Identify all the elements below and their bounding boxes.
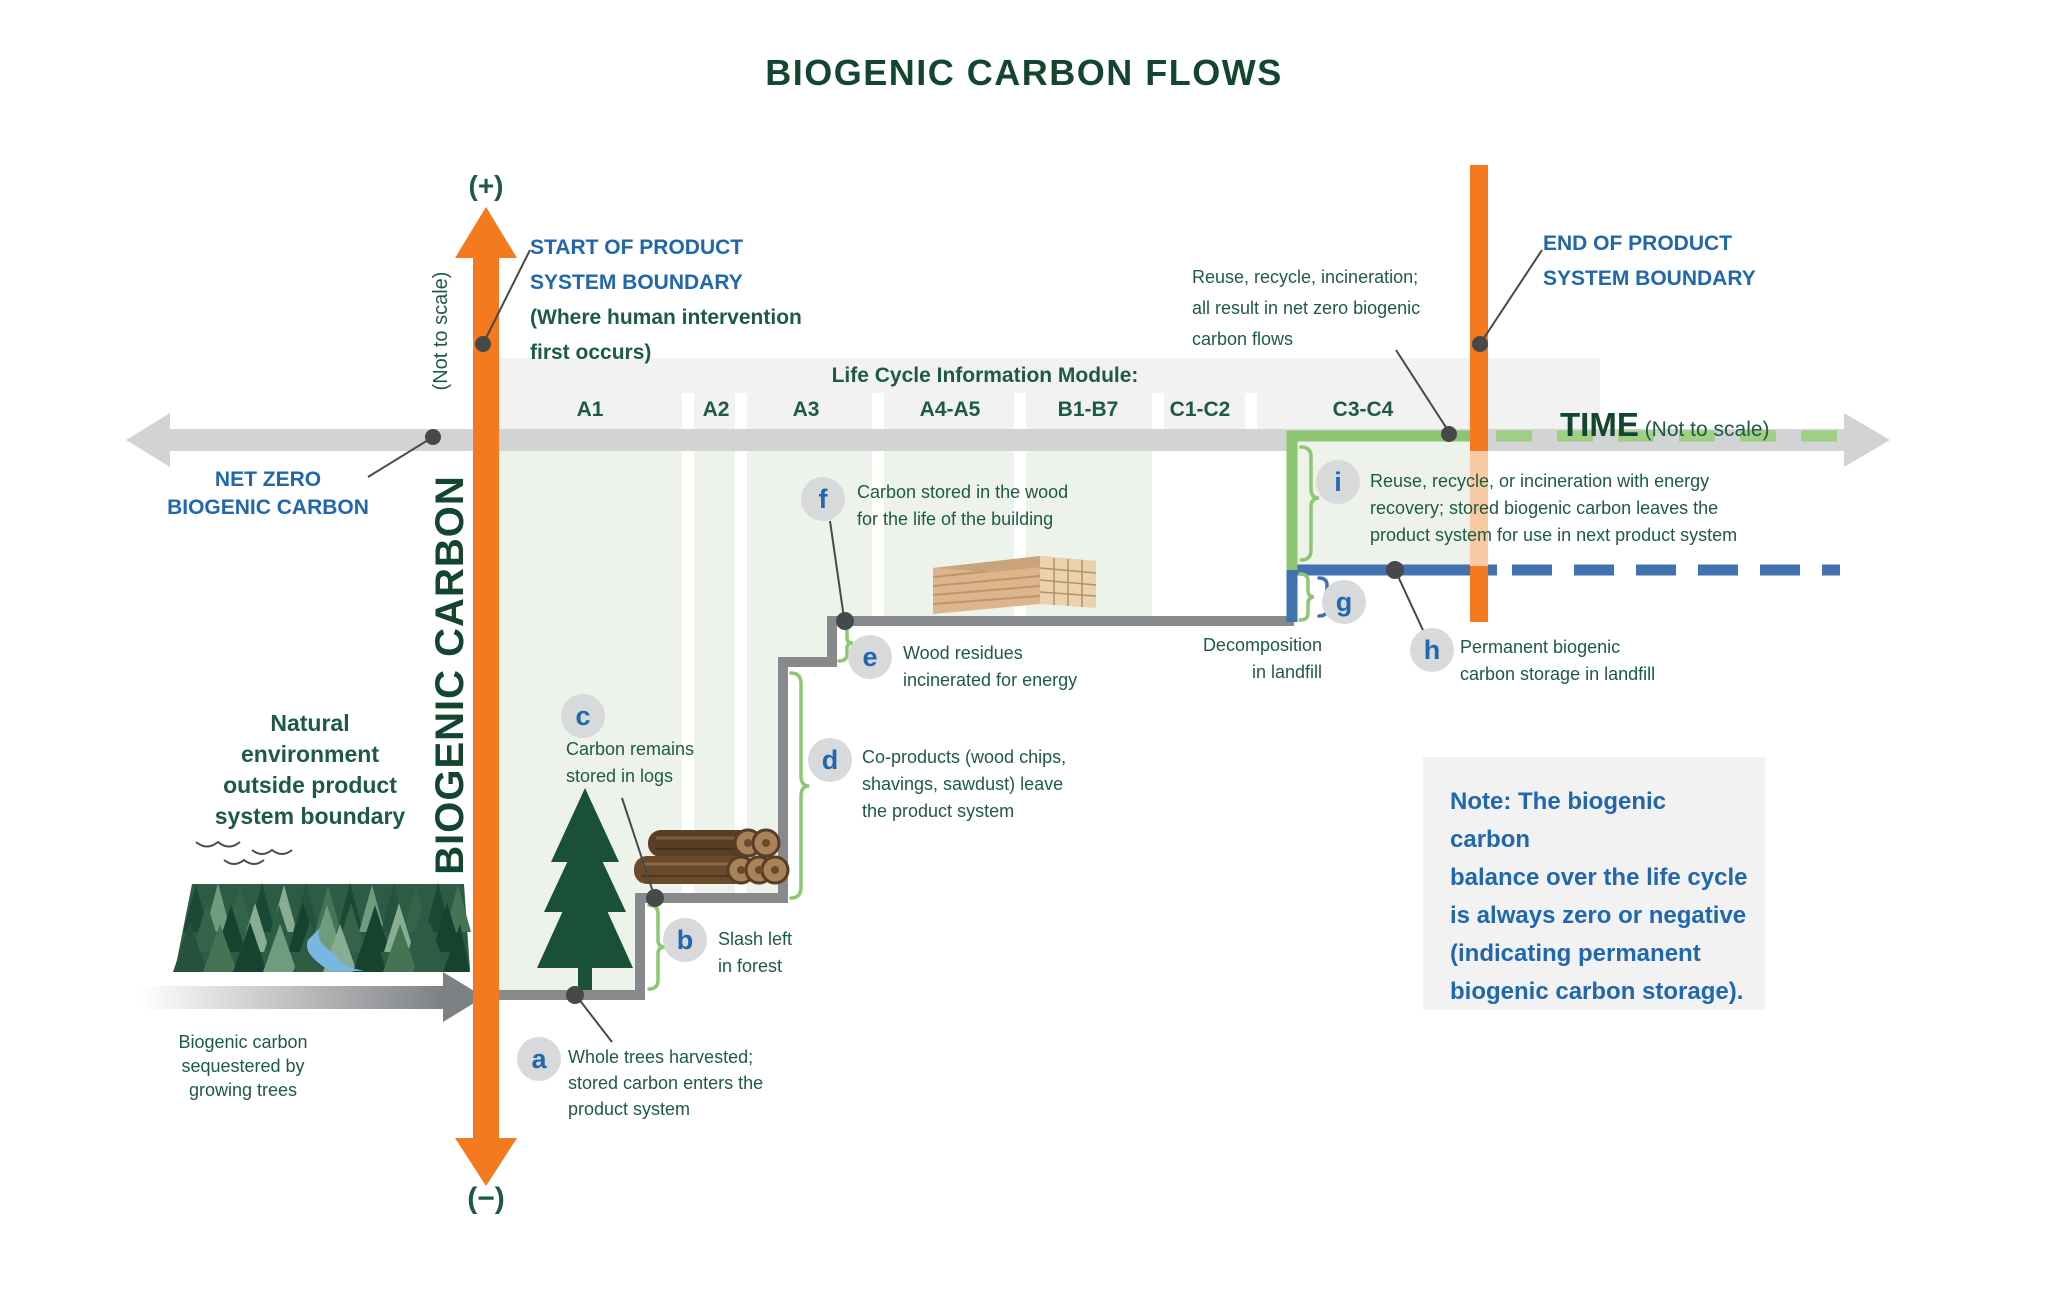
- birds-icon: [195, 840, 293, 865]
- leader-lines: [367, 249, 1543, 1043]
- lumber-stack-illustration: [932, 556, 1097, 614]
- net-zero-dot: [425, 429, 441, 445]
- col-label-a3: A3: [792, 398, 820, 421]
- badge-i: i: [1316, 460, 1360, 504]
- note-box-text: Note: The biogenic carbon balance over t…: [1450, 788, 1748, 1005]
- col-label-c1-c2: C1-C2: [1169, 398, 1231, 421]
- col-label-c3-c4: C3-C4: [1332, 398, 1394, 421]
- col-label-b1-b7: B1-B7: [1057, 398, 1119, 421]
- biogenic-carbon-axis-arrow: [455, 207, 517, 1186]
- annotation-e-text: Wood residues incinerated for energy: [903, 643, 1078, 690]
- annotation-a-text: Whole trees harvested; stored carbon ent…: [568, 1047, 764, 1119]
- net-zero-label: NET ZERO BIOGENIC CARBON: [167, 468, 369, 519]
- plus-sign: (+): [468, 170, 504, 201]
- dot-f: [836, 612, 854, 630]
- time-axis-right-arrowhead: [1844, 413, 1890, 467]
- note-box: Note: The biogenic carbon balance over t…: [1423, 757, 1765, 1010]
- module-header-label: Life Cycle Information Module:: [831, 364, 1139, 387]
- sequestered-label: Biogenic carbon sequestered by growing t…: [178, 1032, 308, 1100]
- time-axis-label: TIME (Not to scale): [1560, 388, 1770, 444]
- badge-g: g: [1322, 580, 1366, 624]
- badge-d: d: [808, 738, 852, 782]
- forest-illustration: [173, 883, 471, 972]
- badge-a: a: [517, 1037, 561, 1081]
- brace-d: [789, 671, 810, 900]
- sequestration-arrow: [140, 972, 484, 1022]
- annotation-g-text: Decomposition in landfill: [1202, 635, 1322, 682]
- module-header-strip: [497, 358, 1600, 429]
- dot-h: [1386, 561, 1404, 579]
- time-label: TIME: [1560, 406, 1639, 443]
- start-boundary-sub: (Where human intervention first occurs): [530, 306, 802, 364]
- natural-environment-label: Natural environment outside product syst…: [214, 710, 406, 829]
- col-label-a2: A2: [702, 398, 730, 421]
- annotation-h-text: Permanent biogenic carbon storage in lan…: [1460, 637, 1656, 684]
- end-boundary-title: END OF PRODUCT SYSTEM BOUNDARY: [1543, 232, 1756, 290]
- brace-i: [1299, 445, 1320, 562]
- dot-reuse: [1441, 426, 1457, 442]
- minus-sign: (−): [467, 1182, 505, 1215]
- annotation-f-text: Carbon stored in the wood for the life o…: [857, 482, 1069, 529]
- river-illustration: [306, 928, 364, 971]
- col-label-a4-a5: A4-A5: [919, 398, 981, 421]
- pine-tree-illustration: [537, 788, 633, 990]
- col-label-a1: A1: [576, 398, 604, 421]
- time-axis-left-arrowhead: [126, 413, 170, 467]
- net-zero-return-line: [1286, 430, 1840, 570]
- carbon-flow-step-line: [490, 616, 1294, 1000]
- annotation-c-text: Carbon remains stored in logs: [566, 739, 695, 786]
- end-boundary-dot: [1472, 336, 1488, 352]
- landfill-storage-line: [1286, 564, 1840, 622]
- annotation-d-text: Co-products (wood chips, shavings, sawdu…: [862, 747, 1067, 821]
- brace-b: [647, 903, 666, 991]
- badge-b: b: [663, 918, 707, 962]
- reuse-recycle-note: Reuse, recycle, incineration; all result…: [1192, 267, 1421, 349]
- logs-illustration: [634, 828, 790, 885]
- dot-a: [566, 986, 584, 1004]
- vertical-axis-scale-note: (Not to scale): [430, 271, 452, 391]
- page-title: BIOGENIC CARBON FLOWS: [765, 52, 1283, 93]
- time-scale-note: (Not to scale): [1638, 418, 1770, 441]
- start-boundary-title: START OF PRODUCT SYSTEM BOUNDARY: [530, 236, 744, 294]
- dot-c: [646, 889, 664, 907]
- badge-h: h: [1410, 628, 1454, 672]
- end-boundary-bar: [1470, 165, 1488, 622]
- badge-c: c: [561, 694, 605, 738]
- annotation-i-text: Reuse, recycle, or incineration with ene…: [1370, 471, 1738, 545]
- annotation-b-text: Slash left in forest: [718, 929, 793, 976]
- badge-e: e: [848, 635, 892, 679]
- badge-f: f: [801, 477, 845, 521]
- start-boundary-dot: [475, 336, 491, 352]
- marker-dots: [425, 336, 1488, 1004]
- c3-c4-shaded-box: [1297, 441, 1470, 566]
- brace-g-green: [1298, 572, 1315, 622]
- vertical-axis-label: BIOGENIC CARBON: [428, 475, 472, 875]
